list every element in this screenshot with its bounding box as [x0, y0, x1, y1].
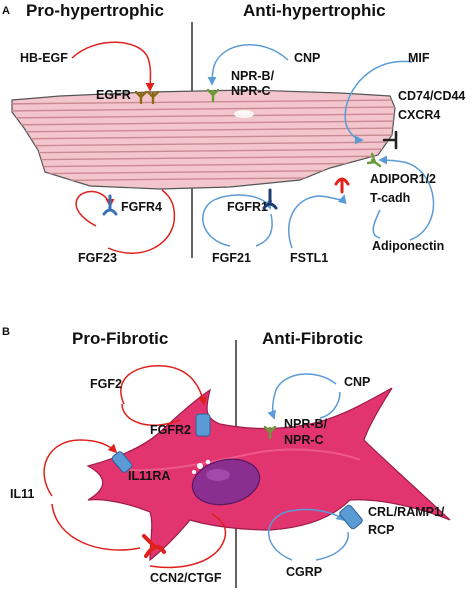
cgrp-arrow — [268, 508, 346, 561]
fgf21-label: FGF21 — [212, 251, 251, 265]
npr-receptor-icon-a — [206, 88, 220, 103]
panel-b-left-heading: Pro-Fibrotic — [72, 329, 168, 348]
il11-label: IL11 — [10, 487, 34, 501]
npr-c-label-a: NPR-C — [231, 84, 271, 98]
cardiomyocyte — [11, 89, 396, 190]
adiponectin-arrow — [378, 155, 435, 241]
fgf23-label: FGF23 — [78, 251, 117, 265]
crl-label: CRL/RAMP1/ — [368, 505, 445, 519]
cd74-receptor-icon — [382, 130, 398, 150]
fgfr4-receptor-icon — [102, 194, 118, 216]
nucleus-highlight — [206, 469, 230, 481]
cxcr4-label: CXCR4 — [398, 108, 440, 122]
fgf23-arrow — [75, 190, 115, 227]
fgfr2-receptor-icon — [195, 413, 211, 437]
il11-arrow — [43, 439, 118, 497]
ccn2-label: CCN2/CTGF — [150, 571, 222, 585]
fstl1-label: FSTL1 — [290, 251, 328, 265]
adipor-label: ADIPOR1/2 — [370, 172, 436, 186]
cnp-label-b: CNP — [344, 375, 370, 389]
panel-b-right-heading: Anti-Fibrotic — [262, 329, 363, 348]
cd74-label: CD74/CD44 — [398, 89, 465, 103]
fstl1-arrow — [287, 194, 347, 249]
nucleus — [191, 458, 261, 506]
adiponectin-label: Adiponectin — [372, 239, 444, 253]
adiponectin-loop — [372, 209, 381, 239]
il11-loop — [51, 503, 141, 551]
cgrp-loop — [315, 531, 349, 561]
vesicle-3 — [192, 470, 196, 474]
fgf21-arrow — [202, 194, 272, 247]
egfr-label: EGFR — [96, 88, 131, 102]
egfr-receptor-icon — [134, 90, 160, 105]
cgrp-label: CGRP — [286, 565, 322, 579]
hb-egf-arrow — [71, 41, 155, 92]
cell-highlight — [234, 110, 254, 118]
cnp-label-a: CNP — [294, 51, 320, 65]
panel-a: A Pro-hypertrophic Anti-hypertrophic — [2, 1, 465, 265]
rcp-label: RCP — [368, 523, 394, 537]
fgf2-arrow — [120, 365, 207, 406]
npr-receptor-icon-b — [263, 425, 277, 440]
fgf2-loop — [121, 403, 181, 426]
npr-b-label-b: NPR-B/ — [284, 417, 328, 431]
vesicle-1 — [197, 463, 203, 469]
panel-b: B Pro-Fibrotic Anti-Fibrotic FGF2 FGFR2 … — [2, 326, 451, 588]
il11ra-receptor-icon — [111, 451, 133, 473]
vesicle-2 — [205, 459, 211, 465]
fgfr1-receptor-icon — [262, 188, 278, 210]
fibroblast — [86, 387, 451, 562]
cnp-arrow-a — [207, 43, 289, 86]
panel-a-right-heading: Anti-hypertrophic — [243, 1, 386, 20]
npr-b-label-a: NPR-B/ — [231, 69, 275, 83]
cardiomyocyte-body — [11, 89, 396, 190]
npr-c-label-b: NPR-C — [284, 433, 324, 447]
mif-label: MIF — [408, 51, 430, 65]
adipor-receptor-icon — [366, 152, 382, 168]
tcadh-label: T-cadh — [370, 191, 410, 205]
fstl1-receptor-icon — [334, 177, 350, 194]
mif-arrow — [344, 60, 413, 145]
panel-a-left-heading: Pro-hypertrophic — [26, 1, 164, 20]
fgf23-loop — [107, 189, 176, 254]
panel-b-label: B — [2, 326, 10, 338]
cnp-arrow-b — [267, 373, 337, 420]
fibroblast-highlight — [129, 448, 361, 472]
ccn2-receptor-icon — [142, 534, 166, 558]
panel-a-label: A — [2, 5, 10, 17]
ccn2-loop — [149, 513, 227, 569]
fgfr2-label: FGFR2 — [150, 423, 191, 437]
crl-receptor-icon — [339, 504, 363, 530]
fgf21-loop — [255, 213, 273, 247]
fgfr4-label: FGFR4 — [121, 200, 162, 214]
fgfr1-label: FGFR1 — [227, 200, 268, 214]
cnp-loop-b — [319, 391, 341, 419]
hb-egf-label: HB-EGF — [20, 51, 68, 65]
fgf2-label: FGF2 — [90, 377, 122, 391]
fibroblast-body — [86, 387, 451, 562]
il11ra-label: IL11RA — [128, 469, 170, 483]
